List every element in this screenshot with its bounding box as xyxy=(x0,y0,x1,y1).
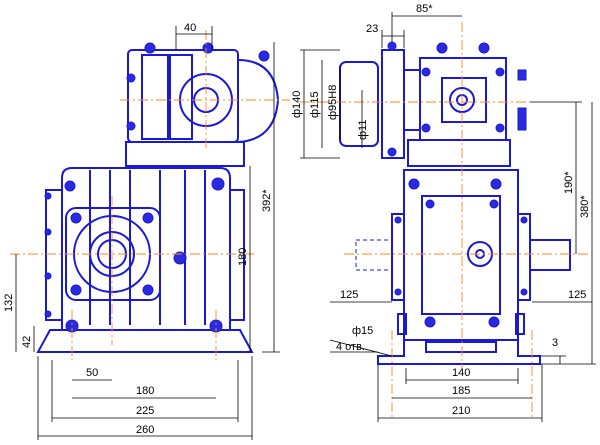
front-gearbox-body xyxy=(36,167,254,353)
front-dimensions: 40 392* 180 132 42 50 180 225 260 xyxy=(3,22,280,440)
dim-side-dia-115: ф115 xyxy=(309,91,321,118)
front-top-housing xyxy=(125,42,280,167)
dim-front-bottom-offset: 42 xyxy=(21,336,33,348)
dim-side-shaft-right: 125 xyxy=(568,289,586,301)
dim-side-top-offset: 85* xyxy=(416,3,433,15)
dim-front-left-height: 132 xyxy=(3,294,15,312)
dim-side-dia-95: ф95Н8 xyxy=(327,85,339,120)
dim-front-height-total: 392* xyxy=(261,189,273,212)
front-view: 40 392* 180 132 42 50 180 225 260 xyxy=(3,22,290,440)
dim-front-width-225: 225 xyxy=(136,405,154,417)
dim-side-shaft-left: 125 xyxy=(340,289,358,301)
dim-side-hole-count: 4 отв. xyxy=(336,341,365,353)
dim-side-foot-thickness: 3 xyxy=(552,337,558,349)
dim-side-height-380: 380* xyxy=(579,195,591,218)
dim-side-width-185: 185 xyxy=(452,385,470,397)
dim-side-flange-offset: 23 xyxy=(366,23,378,35)
dim-front-width-180: 180 xyxy=(136,385,154,397)
side-gearbox-body xyxy=(355,169,571,365)
dim-side-width-210: 210 xyxy=(452,405,470,417)
side-top-housing xyxy=(339,41,527,167)
dim-side-height-190: 190* xyxy=(563,171,575,194)
dim-front-height-axis: 180 xyxy=(237,248,249,266)
side-dimensions: 85* 23 ф140 ф115 ф95Н8 ф11 190* 380* 125 xyxy=(291,3,596,422)
dim-side-dia-140: ф140 xyxy=(291,91,303,118)
dim-front-top-width: 40 xyxy=(184,22,196,34)
dim-side-hole-dia: ф15 xyxy=(352,325,373,337)
dim-side-width-140: 140 xyxy=(452,367,470,379)
dim-side-dia-11: ф11 xyxy=(357,120,369,140)
dim-front-hole-offset: 50 xyxy=(86,367,98,379)
dim-front-width-260: 260 xyxy=(136,424,154,436)
side-view: 85* 23 ф140 ф115 ф95Н8 ф11 190* 380* 125 xyxy=(291,3,596,422)
